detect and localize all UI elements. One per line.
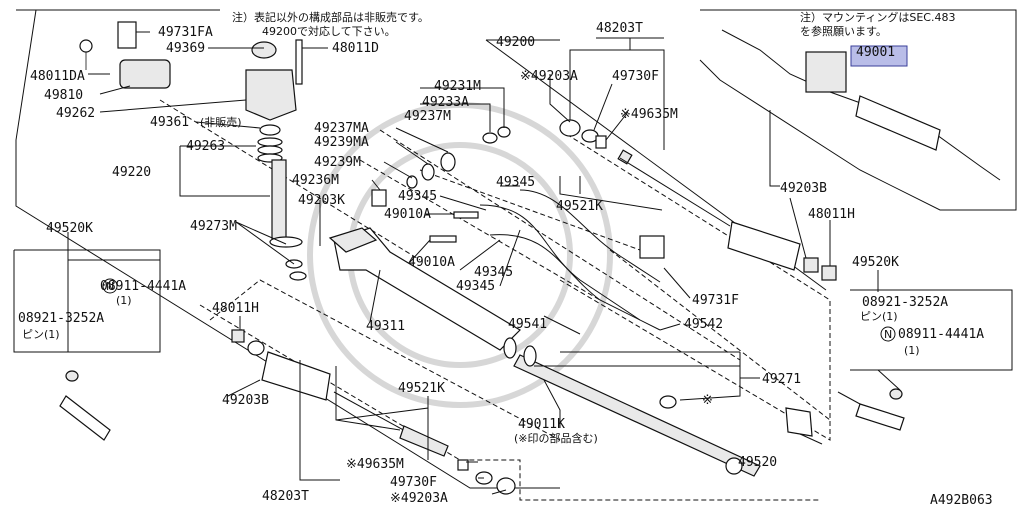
n-mark-right: [880, 326, 896, 342]
label-49810: 49810: [44, 88, 83, 103]
assembly-49001: [805, 51, 847, 93]
label-49730F-bottom: 49730F: [390, 475, 437, 490]
label-49263: 49263: [186, 139, 225, 154]
label-49233A: 49233A: [422, 95, 469, 110]
label-49236M: 49236M: [292, 173, 339, 188]
label-49237MA: 49237MA: [314, 121, 369, 136]
label-qty-left: (1): [116, 294, 132, 307]
label-49731FA: 49731FA: [158, 25, 213, 40]
label-49731F: 49731F: [692, 293, 739, 308]
label-49011K: 49011K: [518, 417, 565, 432]
label-49273M: 49273M: [190, 219, 237, 234]
rack-49271: [513, 354, 761, 477]
bolt-48011DA: [79, 39, 93, 53]
label-48011H-top: 48011H: [808, 207, 855, 222]
label-pin-left: ピン(1): [22, 328, 60, 341]
label-49011K-note: (※印の部品含む): [514, 431, 598, 445]
label-hihanbai: (非販売): [200, 116, 242, 129]
label-49237M: 49237M: [404, 109, 451, 124]
n-mark-left: [102, 278, 118, 294]
label-08921-left: 08921-3252A: [18, 311, 104, 326]
label-49520: 49520: [738, 455, 777, 470]
nut-48011H-upper: [803, 257, 819, 273]
n-letter-right: N: [884, 328, 892, 341]
note-left-2: 49200で対応して下さい。: [262, 24, 396, 38]
label-49203A-top: ※49203A: [520, 69, 578, 84]
label-48011H-bottom: 48011H: [212, 301, 259, 316]
bolt-49010A: [453, 211, 479, 219]
bolt-48011D: [295, 39, 303, 85]
label-49345-3: 49345: [474, 265, 513, 280]
label-49203A-bottom: ※49203A: [390, 491, 448, 506]
label-49271: 49271: [762, 372, 801, 387]
part-labels: 49731FA 49369 49200 48011D 48011DA 49810…: [18, 21, 993, 508]
label-49203B-top: 49203B: [780, 181, 827, 196]
diagram-code: A492B063: [930, 493, 993, 508]
n-letter-left: N: [106, 280, 114, 293]
label-49262: 49262: [56, 106, 95, 121]
seal-49361: [259, 124, 281, 136]
note-right-1: 注）マウンティングはSEC.483: [800, 10, 955, 24]
label-49001: 49001: [856, 45, 895, 60]
bushing-49520: [785, 407, 813, 437]
label-pin-right: ピン(1): [860, 310, 898, 323]
label-49231M: 49231M: [434, 79, 481, 94]
label-08911-left-part: 08911-4441A: [100, 279, 186, 294]
label-49521K-bottom: 49521K: [398, 381, 445, 396]
label-49369: 49369: [166, 41, 205, 56]
label-qty-right: (1): [904, 344, 920, 357]
boot-49203B-lower: [261, 351, 331, 401]
label-49203K: 49203K: [298, 193, 345, 208]
label-48011D: 48011D: [332, 41, 379, 56]
label-49345-4: 49345: [456, 279, 495, 294]
tie-rod-end-right: [855, 403, 905, 431]
label-49521K-top: 49521K: [556, 199, 603, 214]
label-49345-2: 49345: [398, 189, 437, 204]
bushing-49236M: [371, 189, 387, 207]
valve-body-49810: [119, 59, 171, 89]
label-49010A-1: 49010A: [384, 207, 431, 222]
label-49311: 49311: [366, 319, 405, 334]
note-left-1: 注）表記以外の構成部品は非販売です。: [232, 10, 429, 24]
boot-49203B-upper: [727, 221, 801, 271]
highlight-49001: [850, 45, 908, 67]
bracket-49731FA: [117, 21, 137, 49]
label-49520K-left: 49520K: [46, 221, 93, 236]
clamp-49731F: [639, 235, 665, 259]
label-49541: 49541: [508, 317, 547, 332]
label-49635M-bottom: ※49635M: [346, 457, 404, 472]
note-right-2: を参照願います。: [800, 24, 887, 38]
label-49730F-top: 49730F: [612, 69, 659, 84]
label-48203T-top: 48203T: [596, 21, 643, 36]
label-asterisk: ※: [702, 393, 713, 408]
pinion-49220: [271, 159, 287, 241]
label-49542: 49542: [684, 317, 723, 332]
label-08911-right: 08911-4441A: [898, 327, 984, 342]
label-08921-right: 08921-3252A: [862, 295, 948, 310]
label-48011DA: 48011DA: [30, 69, 85, 84]
label-49239M: 49239M: [314, 155, 361, 170]
label-49010A-2: 49010A: [408, 255, 455, 270]
label-49345-1: 49345: [496, 175, 535, 190]
label-49361: 49361: [150, 115, 189, 130]
tie-rod-end-left: [59, 395, 111, 441]
notes: 注）表記以外の構成部品は非販売です。 49200で対応して下さい。 注）マウンテ…: [232, 10, 955, 38]
label-49203B-bottom: 49203B: [222, 393, 269, 408]
label-48203T-bottom: 48203T: [262, 489, 309, 504]
label-49220: 49220: [112, 165, 151, 180]
leader-lines: [67, 31, 901, 495]
label-49200: 49200: [496, 35, 535, 50]
housing-49262: [245, 69, 297, 121]
label-49239MA: 49239MA: [314, 135, 369, 150]
part-shapes: [59, 21, 1001, 495]
seal-49369: [251, 41, 277, 59]
label-49635M-top: ※49635M: [620, 107, 678, 122]
label-49520K-right: 49520K: [852, 255, 899, 270]
